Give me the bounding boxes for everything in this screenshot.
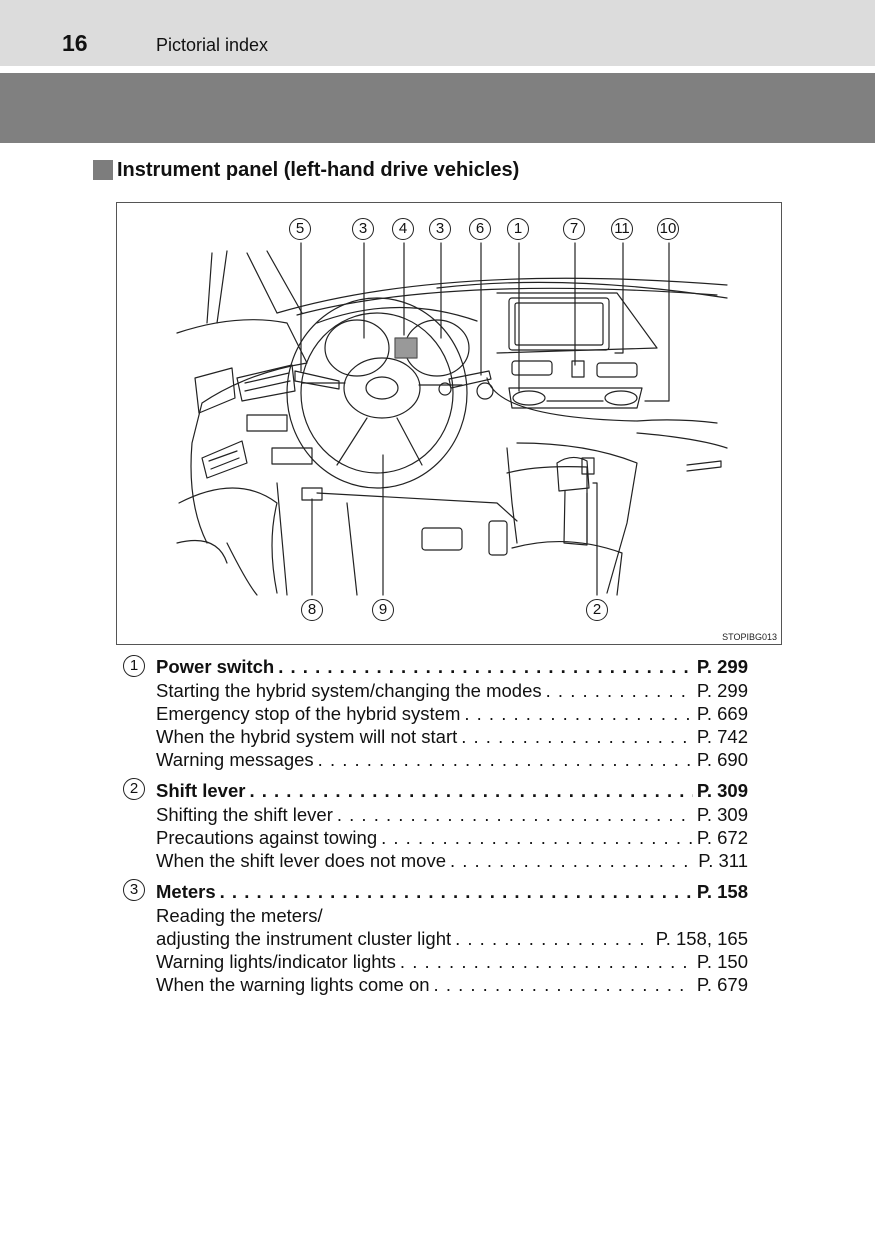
sub-item: Warning lights/indicator lights [156, 951, 396, 972]
page-ref: P. 690 [696, 749, 748, 770]
callout-4: 4 [392, 218, 414, 240]
page-ref: P. 150 [696, 951, 748, 972]
page-ref: P. 672 [696, 827, 748, 848]
dashboard-drawing [176, 242, 728, 596]
sub-item: Starting the hybrid system/changing the … [156, 680, 542, 701]
entry-title-row: Power switch P. 299 [156, 656, 748, 679]
entry-sub-row: Shifting the shift lever P. 309 [156, 804, 748, 827]
callout-1: 1 [507, 218, 529, 240]
entry-title-row: Shift lever P. 309 [156, 780, 748, 803]
section-title: Instrument panel (left-hand drive vehicl… [117, 159, 520, 181]
sub-item: Shifting the shift lever [156, 804, 333, 825]
page-ref: P. 299 [696, 656, 748, 677]
page-ref: P. 742 [696, 726, 748, 747]
callout-8: 8 [301, 599, 323, 621]
callout-6: 6 [469, 218, 491, 240]
entry-sub-row: Emergency stop of the hybrid system P. 66… [156, 703, 748, 726]
callout-5: 5 [289, 218, 311, 240]
callout-11: 11 [611, 218, 633, 240]
entry-sub-row: Reading the meters/ [156, 905, 748, 928]
page-number: 16 [62, 30, 88, 56]
page-ref: P. 158 [696, 881, 748, 902]
entry-title: Shift lever [156, 780, 246, 801]
callout-3-left: 3 [352, 218, 374, 240]
page-ref: P. 311 [698, 850, 748, 871]
sub-item: When the hybrid system will not start [156, 726, 458, 747]
page-ref: P. 669 [696, 703, 748, 724]
sub-item: Emergency stop of the hybrid system [156, 703, 461, 724]
sub-item: adjusting the instrument cluster light [156, 928, 452, 949]
entry-sub-row: Starting the hybrid system/changing the … [156, 680, 748, 703]
entry-sub-row: Precautions against towing P. 672 [156, 827, 748, 850]
entry-title: Meters [156, 881, 216, 902]
entry-sub-row: When the shift lever does not move P. 311 [156, 850, 748, 873]
title-band [0, 73, 875, 143]
entry-number: 3 [123, 879, 145, 901]
callout-3-right: 3 [429, 218, 451, 240]
sub-item: Precautions against towing [156, 827, 378, 848]
sub-item: When the shift lever does not move [156, 850, 446, 871]
page-ref: P. 158, 165 [655, 928, 748, 949]
page-ref: P. 309 [696, 780, 748, 801]
sub-item: When the warning lights come on [156, 974, 430, 995]
page-ref: P. 679 [696, 974, 748, 995]
callout-9: 9 [372, 599, 394, 621]
page-ref: P. 309 [696, 804, 748, 825]
heading-square-icon [93, 160, 113, 180]
sub-item: Warning messages [156, 749, 314, 770]
section-name: Pictorial index [156, 35, 269, 55]
entry-sub-row: Warning messages P. 690 [156, 749, 748, 772]
entry-number: 1 [123, 655, 145, 677]
entry-sub-row: When the hybrid system will not start P. … [156, 726, 748, 749]
entry-number: 2 [123, 778, 145, 800]
sub-item: Reading the meters/ [156, 905, 323, 926]
page-ref: P. 299 [696, 680, 748, 701]
callout-2: 2 [586, 599, 608, 621]
entry-sub-row: When the warning lights come on P. 679 [156, 974, 748, 997]
entry-sub-row: adjusting the instrument cluster light P.… [156, 928, 748, 951]
header-bar [0, 0, 875, 66]
entry-title: Power switch [156, 656, 275, 677]
entry-title-row: Meters P. 158 [156, 881, 748, 904]
callout-7: 7 [563, 218, 585, 240]
entry-sub-row: Warning lights/indicator lights P. 150 [156, 951, 748, 974]
instrument-panel-illustration: 5 3 4 3 6 1 7 11 10 8 9 2 STOPIBG013 [116, 202, 782, 645]
callout-10: 10 [657, 218, 679, 240]
figure-code: STOPIBG013 [722, 632, 777, 642]
